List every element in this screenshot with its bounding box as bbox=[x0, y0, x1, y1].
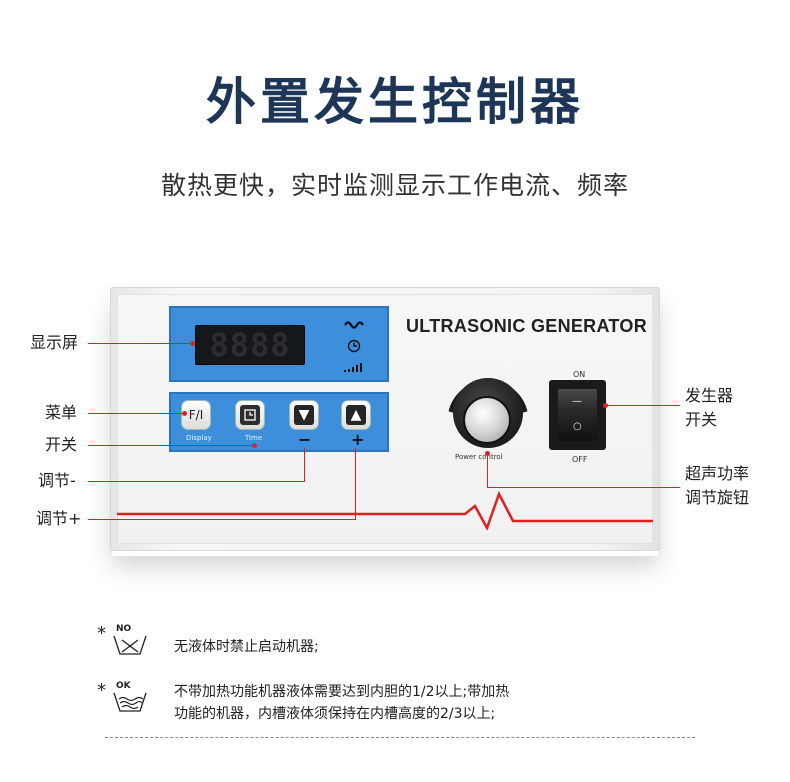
note-asterisk-2: * bbox=[97, 680, 106, 701]
switch-on-mark: — bbox=[572, 396, 582, 407]
callout-line-knob-vertical bbox=[487, 453, 488, 488]
timer-icon bbox=[240, 405, 260, 425]
decrease-button[interactable]: ▼ bbox=[289, 400, 319, 430]
callout-menu: 菜单 bbox=[45, 403, 78, 422]
callout-display: 显示屏 bbox=[30, 333, 79, 352]
callout-dot-display bbox=[190, 341, 195, 346]
callout-line-minus-vertical bbox=[304, 448, 305, 482]
switch-off-label: OFF bbox=[572, 455, 588, 464]
callout-adjust-minus: 调节- bbox=[38, 471, 76, 490]
increase-button[interactable]: ▲ bbox=[341, 400, 371, 430]
no-liquid-icon bbox=[113, 635, 147, 655]
rocker-switch[interactable]: — ○ bbox=[558, 389, 597, 441]
fi-display-button-label: F/I bbox=[188, 408, 204, 422]
arrow-up-icon: ▲ bbox=[346, 405, 366, 425]
note-text-1: 无液体时禁止启动机器; bbox=[174, 639, 319, 655]
wave-icon bbox=[344, 321, 364, 329]
ok-icon-label: OK bbox=[116, 681, 131, 691]
no-icon-label: NO bbox=[116, 624, 132, 634]
callout-line-menu bbox=[88, 413, 185, 414]
page-subtitle: 散热更快，实时监测显示工作电流、频率 bbox=[160, 171, 629, 200]
callout-line-plus bbox=[88, 519, 356, 520]
note-text-2-line-2: 功能的机器，内槽液体须保持在内槽高度的2/3以上; bbox=[174, 706, 496, 722]
switch-on-label: ON bbox=[573, 370, 586, 379]
note-text-2-line-1: 不带加热功能机器液体需要达到内胆的1/2以上;带加热 bbox=[174, 684, 510, 700]
callout-line-power-key bbox=[88, 445, 255, 446]
waveform-line bbox=[117, 490, 653, 530]
minus-mark: − bbox=[298, 430, 312, 449]
callout-line-minus bbox=[88, 481, 305, 482]
time-sublabel: Time bbox=[245, 434, 263, 442]
callout-adjust-plus: 调节+ bbox=[36, 509, 82, 528]
callout-line-plus-vertical bbox=[355, 448, 356, 520]
switch-off-mark: ○ bbox=[573, 421, 582, 432]
signal-bars-icon bbox=[344, 363, 362, 372]
dashed-divider bbox=[105, 737, 695, 738]
callout-line-knob bbox=[487, 487, 680, 488]
keypad-module: F/I Display Time ▼ − ▲ + bbox=[169, 392, 389, 452]
plus-mark: + bbox=[351, 430, 365, 449]
fi-display-sublabel: Display bbox=[186, 434, 212, 442]
liquid-level-icon bbox=[113, 692, 147, 712]
brand-label: ULTRASONIC GENERATOR bbox=[406, 316, 648, 336]
callout-generator-switch-1: 发生器 bbox=[685, 386, 734, 405]
callout-dot-power-key bbox=[252, 443, 257, 448]
note-asterisk-1: * bbox=[97, 623, 106, 644]
arrow-down-icon: ▼ bbox=[294, 405, 314, 425]
callout-generator-switch-2: 开关 bbox=[685, 410, 718, 429]
lcd-readout: 8888 bbox=[195, 325, 305, 365]
clock-icon bbox=[347, 339, 361, 353]
power-knob[interactable] bbox=[463, 396, 511, 444]
display-module: 8888 bbox=[169, 306, 389, 382]
callout-dot-menu bbox=[182, 411, 187, 416]
fi-display-button[interactable]: F/I bbox=[181, 400, 211, 430]
callout-dot-knob bbox=[485, 451, 490, 456]
time-button[interactable] bbox=[235, 400, 265, 430]
callout-power-knob-2: 调节旋钮 bbox=[685, 488, 750, 507]
callout-power-key: 开关 bbox=[45, 435, 78, 454]
callout-line-display bbox=[88, 343, 193, 344]
page-title: 外置发生控制器 bbox=[206, 73, 584, 131]
knob-label: Power control bbox=[455, 453, 503, 461]
callout-line-switch bbox=[605, 405, 680, 406]
callout-dot-switch bbox=[603, 403, 608, 408]
callout-power-knob-1: 超声功率 bbox=[685, 464, 750, 483]
